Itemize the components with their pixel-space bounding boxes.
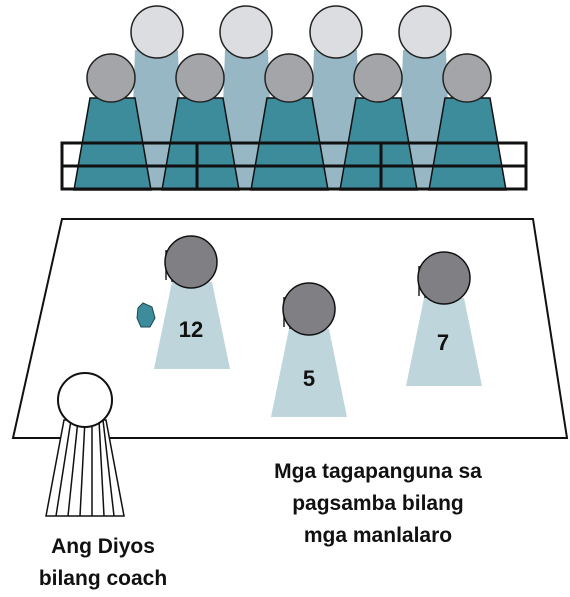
player-body [154,282,230,369]
coach-caption: Ang Diyos bilang coach [18,531,188,595]
player-12: 12 [154,235,230,369]
players-caption-line: mga manlalaro [303,524,453,547]
player-5: 5 [271,282,347,417]
coach-head [57,372,113,428]
coach-figure [45,372,125,517]
players-caption: Mga tagapanguna sa pagsamba bilang mga m… [238,456,518,552]
spectator-front-head [442,53,492,103]
bleacher-railing [60,141,528,191]
player-number: 5 [303,366,315,391]
players-caption-line: pagsamba bilang [292,492,464,515]
player-head [417,251,471,305]
spectator-front-head [353,53,403,103]
spectator-front-head [175,53,225,103]
player-body [406,298,482,386]
player-number: 7 [437,330,449,355]
coach-stripes [55,419,115,517]
spectator-front-head [86,53,136,103]
spectator-back-head [130,5,184,59]
player-7: 7 [406,251,482,386]
player-head [164,235,218,289]
player-number: 12 [179,317,203,342]
spectator-back-head [309,5,363,59]
coach-caption-line: bilang coach [38,567,168,590]
player-body [271,329,347,417]
spectator-back-head [398,5,452,59]
coach-caption-line: Ang Diyos [51,535,155,558]
player-head [282,282,336,336]
ball-icon [136,302,156,328]
players-caption-line: Mga tagapanguna sa [274,460,482,483]
spectator-back-head [219,5,273,59]
spectator-front-head [264,53,314,103]
